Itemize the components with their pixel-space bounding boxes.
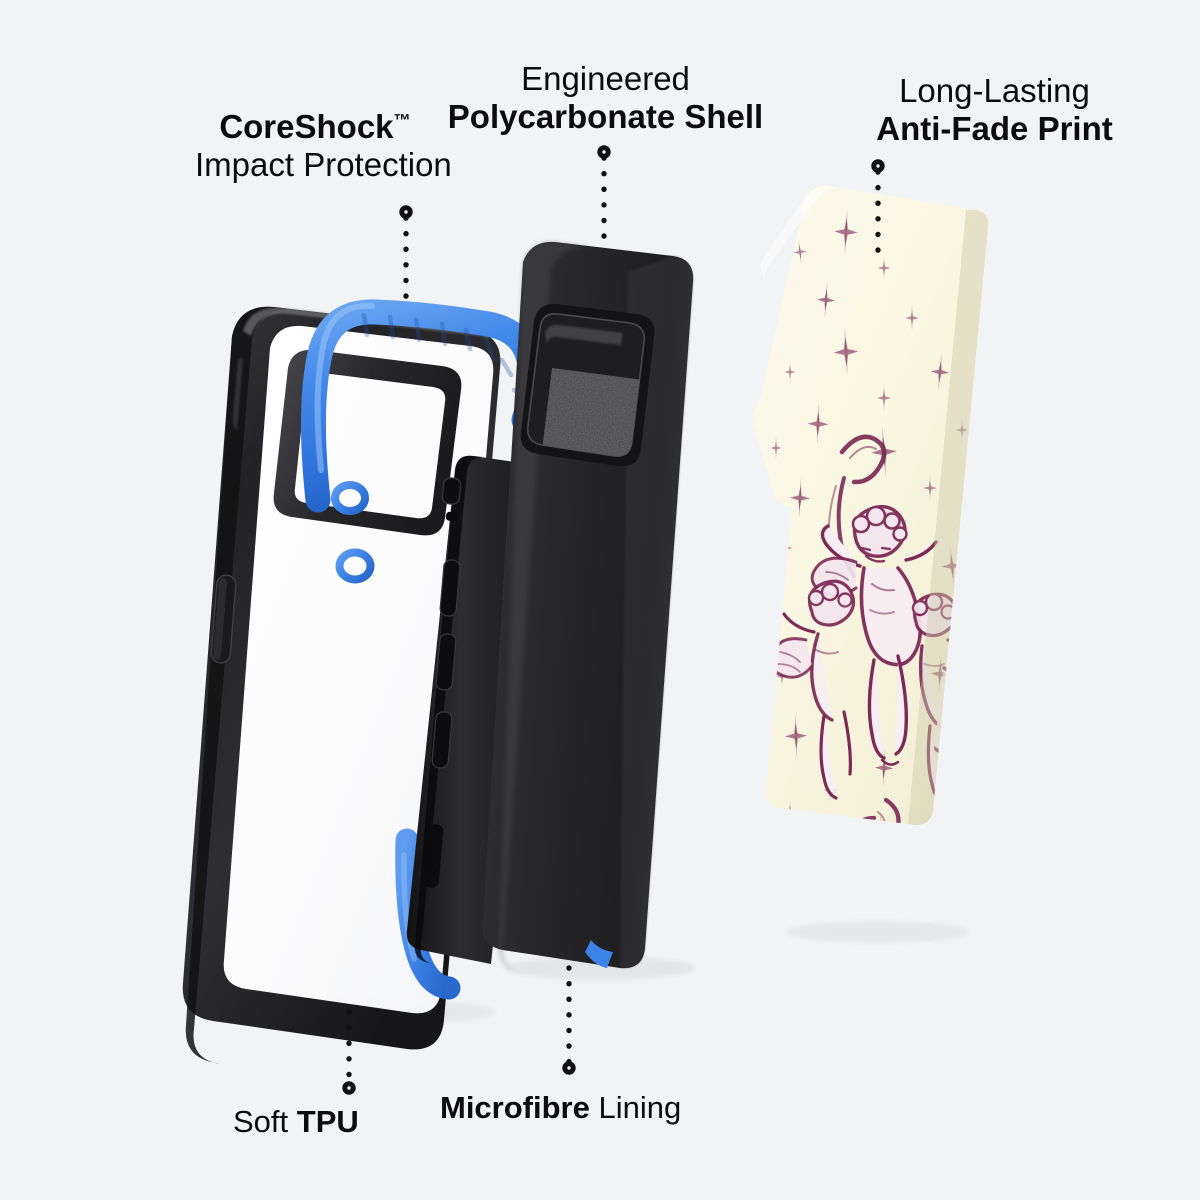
callout-tpu-text: Soft TPU [233, 1104, 359, 1139]
callout-print-line2: Anti-Fade Print [876, 110, 1113, 148]
callout-shell-line2: Polycarbonate Shell [447, 98, 764, 136]
camera-microfibre-grain [536, 368, 644, 457]
callout-microfibre-lining: Microfibre Lining [440, 1090, 730, 1126]
callout-coreshock: CoreShock™ Impact Protection [195, 108, 452, 185]
callout-coreshock-line1: CoreShock™ [219, 108, 411, 145]
tpu-blue-highlight [314, 302, 375, 473]
lens-ring-bottom-left [335, 548, 375, 584]
tpu-frame-highlight [243, 307, 490, 339]
shell-camera-inner-lining [536, 368, 644, 457]
print-plate-component [752, 185, 989, 943]
print-plate-edge-shade [908, 210, 989, 825]
callout-microfibre-text: Microfibre Lining [440, 1090, 681, 1125]
shell-power-button [431, 711, 453, 769]
callout-polycarbonate-shell: Engineered Polycarbonate Shell [428, 60, 783, 137]
marker-ring-microfibre [562, 1061, 576, 1075]
marker-ring-print [871, 159, 885, 173]
polycarbonate-shell-component [406, 241, 696, 980]
callout-coreshock-line2: Impact Protection [195, 146, 452, 184]
tpu-frame-sidewall [185, 306, 288, 1064]
callout-tpu-prefix: Soft [233, 1104, 297, 1139]
callout-tpu-emphasis: TPU [296, 1104, 359, 1139]
callout-shell-line1: Engineered [521, 60, 690, 97]
marker-ring-coreshock [399, 205, 413, 219]
tpu-camera-bezel [273, 349, 462, 536]
callout-microfibre-suffix: Lining [589, 1090, 682, 1125]
callout-soft-tpu: Soft TPU [233, 1104, 453, 1140]
tpu-blue-accent-bottom-highlight [401, 852, 417, 962]
leader-markers [342, 145, 885, 1095]
lens-ring-top-left [331, 481, 369, 515]
shell-volume-up-button [439, 559, 461, 617]
shell-bottom-blue-sliver [585, 940, 613, 968]
callout-microfibre-emphasis: Microfibre [440, 1090, 590, 1125]
leader-lines [346, 155, 881, 1085]
tpu-outer-frame [182, 306, 501, 1050]
shell-mute-slot [445, 511, 459, 522]
shell-action-button [441, 477, 462, 505]
print-plate-edge-light [760, 185, 840, 285]
marker-ring-tpu [342, 1081, 356, 1095]
tpu-button-highlight [213, 578, 227, 660]
callout-anti-fade-print: Long-Lasting Anti-Fade Print [872, 72, 1117, 149]
shell-volume-down-button [435, 633, 457, 691]
marker-ring-shell [597, 145, 611, 159]
callout-print-line1: Long-Lasting [899, 72, 1090, 109]
shell-speaker-slot [423, 824, 444, 888]
shell-side-edge-dark [414, 455, 483, 964]
camera-bezel-highlight [545, 324, 623, 345]
trademark-symbol: ™ [393, 110, 411, 130]
tpu-frame-edge-light [232, 358, 243, 430]
shell-side-buttons [423, 477, 519, 898]
